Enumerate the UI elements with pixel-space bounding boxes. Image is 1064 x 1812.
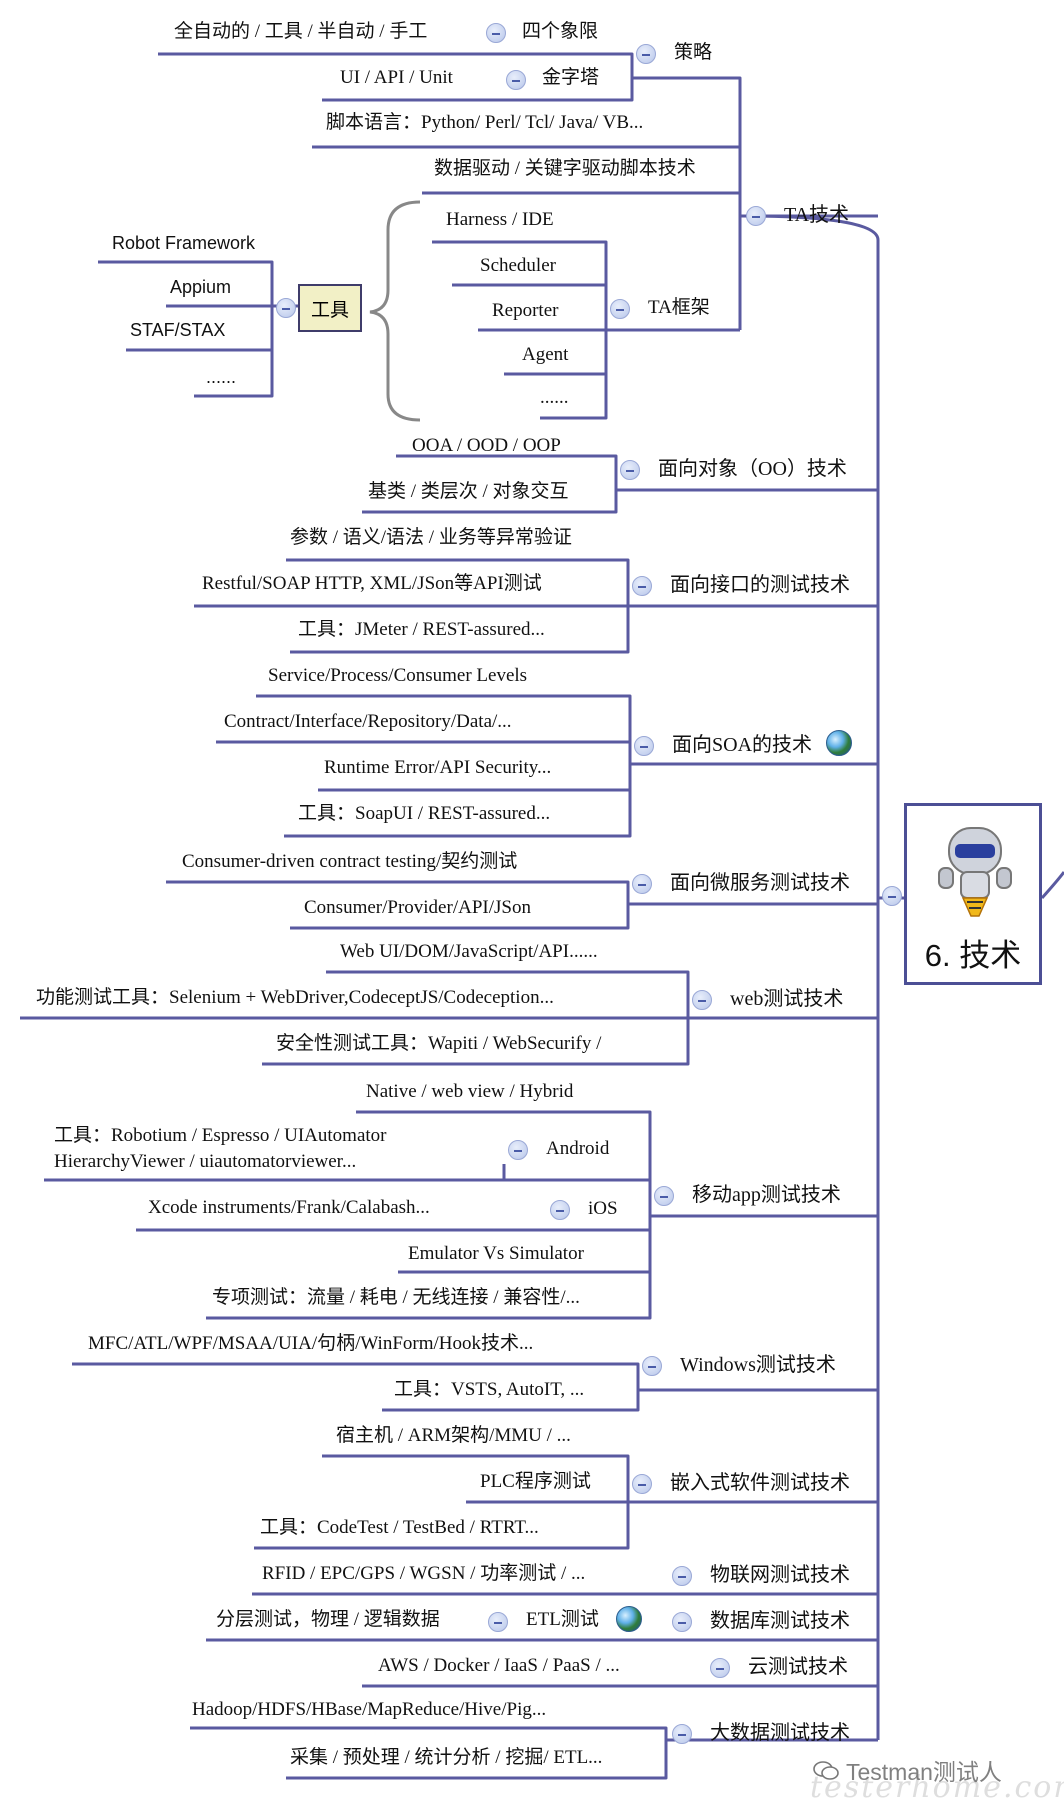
api-item: 参数 / 语义/语法 / 业务等异常验证	[290, 527, 572, 548]
android-tools-line1: 工具：Robotium / Espresso / UIAutomator	[54, 1125, 387, 1146]
collapse-icon[interactable]	[710, 1658, 730, 1678]
api-item: Restful/SOAP HTTP, XML/JSon等API测试	[202, 573, 542, 594]
micro-item: Consumer-driven contract testing/契约测试	[182, 851, 518, 872]
soa-branch-label: 面向SOA的技术	[672, 734, 813, 756]
pyramid-item: UI / API / Unit	[340, 67, 453, 88]
soa-item: Service/Process/Consumer Levels	[268, 665, 528, 686]
collapse-icon[interactable]	[632, 874, 652, 894]
framework-item: Harness / IDE	[446, 209, 554, 230]
ios-label: iOS	[588, 1198, 618, 1219]
etl-label: ETL测试	[526, 1609, 599, 1630]
root-title: 6. 技术	[924, 938, 1022, 973]
collapse-icon[interactable]	[632, 576, 652, 596]
bigdata-item: Hadoop/HDFS/HBase/MapReduce/Hive/Pig...	[192, 1699, 547, 1720]
collapse-icon[interactable]	[276, 298, 296, 318]
tool-item: Robot Framework	[112, 233, 256, 253]
mobile-branch-label: 移动app测试技术	[692, 1184, 841, 1206]
framework-item: Reporter	[492, 300, 559, 321]
pyramid-label: 金字塔	[542, 67, 600, 88]
framework-item: ......	[540, 387, 569, 408]
strategy-label: 策略	[674, 42, 713, 63]
oo-branch-label: 面向对象（OO）技术	[658, 458, 847, 480]
web-item: Web UI/DOM/JavaScript/API......	[340, 941, 598, 962]
wechat-icon	[813, 1761, 839, 1780]
quadrant-label: 四个象限	[522, 21, 599, 42]
api-branch-label: 面向接口的测试技术	[670, 574, 850, 596]
tools-label: 工具	[310, 299, 349, 321]
collapse-icon[interactable]	[882, 886, 902, 906]
windows-branch-label: Windows测试技术	[680, 1354, 836, 1376]
android-tools-line2: HierarchyViewer / uiautomatorviewer...	[54, 1151, 357, 1172]
soa-item: Runtime Error/API Security...	[324, 757, 552, 778]
web-branch-label: web测试技术	[730, 988, 844, 1010]
bigdata-item: 采集 / 预处理 / 统计分析 / 挖掘/ ETL...	[290, 1747, 603, 1768]
collapse-icon[interactable]	[632, 1474, 652, 1494]
native-item: Native / web view / Hybrid	[366, 1081, 574, 1102]
data-driven-item: 数据驱动 / 关键字驱动脚本技术	[434, 158, 696, 179]
collapse-icon[interactable]	[672, 1724, 692, 1744]
emulator-item: Emulator Vs Simulator	[408, 1243, 584, 1264]
db-branch-label: 数据库测试技术	[710, 1610, 850, 1632]
oo-item: 基类 / 类层次 / 对象交互	[368, 481, 569, 502]
ta-branch-label: TA技术	[784, 204, 850, 226]
watermark-text: Testman测试人	[846, 1759, 1002, 1785]
cloud-branch-label: 云测试技术	[748, 1656, 848, 1678]
windows-item: 工具：VSTS, AutoIT, ...	[394, 1379, 585, 1400]
collapse-icon[interactable]	[508, 1140, 528, 1160]
tools-topic-box[interactable]: 工具	[298, 284, 362, 332]
micro-branch-label: 面向微服务测试技术	[670, 872, 850, 894]
watermark-script: testerhome.com	[810, 1770, 1064, 1805]
api-item: 工具：JMeter / REST-assured...	[298, 619, 545, 640]
collapse-icon[interactable]	[692, 990, 712, 1010]
collapse-icon[interactable]	[620, 460, 640, 480]
globe-icon	[616, 1606, 642, 1632]
collapse-icon[interactable]	[672, 1612, 692, 1632]
cloud-item: AWS / Docker / IaaS / PaaS / ...	[378, 1655, 620, 1676]
embedded-item: 宿主机 / ARM架构/MMU / ...	[336, 1425, 571, 1446]
script-language-item: 脚本语言：Python/ Perl/ Tcl/ Java/ VB...	[326, 112, 644, 133]
collapse-icon[interactable]	[550, 1200, 570, 1220]
collapse-icon[interactable]	[636, 44, 656, 64]
windows-item: MFC/ATL/WPF/MSAA/UIA/句柄/WinForm/Hook技术..…	[88, 1333, 534, 1354]
embedded-item: 工具：CodeTest / TestBed / RTRT...	[260, 1517, 539, 1538]
iot-item: RFID / EPC/GPS / WGSN / 功率测试 / ...	[262, 1563, 586, 1584]
collapse-icon[interactable]	[506, 70, 526, 90]
collapse-icon[interactable]	[486, 23, 506, 43]
micro-item: Consumer/Provider/API/JSon	[304, 897, 531, 918]
special-test-item: 专项测试：流量 / 耗电 / 无线连接 / 兼容性/...	[212, 1287, 580, 1308]
oo-item: OOA / OOD / OOP	[412, 435, 561, 456]
ios-item: Xcode instruments/Frank/Calabash...	[148, 1197, 430, 1218]
iot-branch-label: 物联网测试技术	[710, 1564, 850, 1586]
collapse-icon[interactable]	[610, 299, 630, 319]
framework-item: Scheduler	[480, 255, 556, 276]
collapse-icon[interactable]	[654, 1186, 674, 1206]
framework-label: TA框架	[648, 297, 710, 318]
embedded-branch-label: 嵌入式软件测试技术	[670, 1472, 850, 1494]
collapse-icon[interactable]	[488, 1612, 508, 1632]
android-label: Android	[546, 1138, 610, 1159]
root-topic[interactable]: 6. 技术	[904, 803, 1042, 985]
collapse-icon[interactable]	[672, 1566, 692, 1586]
soa-item: 工具：SoapUI / REST-assured...	[298, 803, 551, 824]
collapse-icon[interactable]	[746, 206, 766, 226]
tool-item: Appium	[170, 277, 232, 297]
web-item: 功能测试工具：Selenium + WebDriver,CodeceptJS/C…	[36, 987, 554, 1008]
tool-item: ......	[206, 367, 237, 387]
embedded-item: PLC程序测试	[480, 1471, 591, 1492]
framework-item: Agent	[522, 344, 569, 365]
collapse-icon[interactable]	[634, 736, 654, 756]
etl-item: 分层测试，物理 / 逻辑数据	[216, 1609, 440, 1630]
soa-item: Contract/Interface/Repository/Data/...	[224, 711, 512, 732]
brace-shape	[369, 200, 421, 422]
collapse-icon[interactable]	[642, 1356, 662, 1376]
quadrant-item: 全自动的 / 工具 / 半自动 / 手工	[174, 21, 428, 42]
bigdata-branch-label: 大数据测试技术	[710, 1722, 850, 1744]
robot-icon	[938, 827, 1012, 917]
globe-icon	[826, 730, 852, 756]
tool-item: STAF/STAX	[130, 320, 226, 340]
web-item: 安全性测试工具：Wapiti / WebSecurify /	[276, 1033, 602, 1054]
